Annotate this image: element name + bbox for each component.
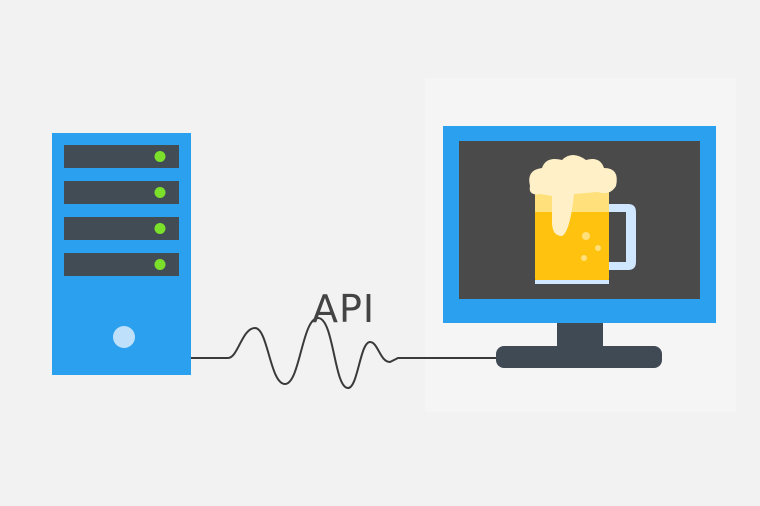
beer-foam [529, 155, 617, 236]
drive-status-led [154, 151, 166, 162]
drive-status-led [154, 187, 166, 198]
drive-status-led [154, 259, 166, 270]
drive-status-led [154, 223, 166, 234]
server-tower-icon [52, 133, 191, 375]
cable-wave-path [191, 316, 500, 390]
bubble [582, 232, 590, 240]
mug-bottom [535, 280, 609, 284]
server-drive-bay [64, 253, 179, 276]
api-label: API [312, 287, 376, 331]
server-drive-bay [64, 145, 179, 168]
mug-handle [606, 204, 636, 270]
bubble [595, 245, 601, 251]
server-drive-bay [64, 217, 179, 240]
monitor-base [496, 346, 662, 368]
bubble [581, 255, 587, 261]
server-drive-bays [64, 145, 179, 276]
server-drive-bay [64, 181, 179, 204]
monitor-neck [557, 323, 603, 347]
server-power-button [113, 326, 135, 348]
api-connection-cable [191, 316, 500, 390]
beer-mug-icon [529, 155, 636, 284]
